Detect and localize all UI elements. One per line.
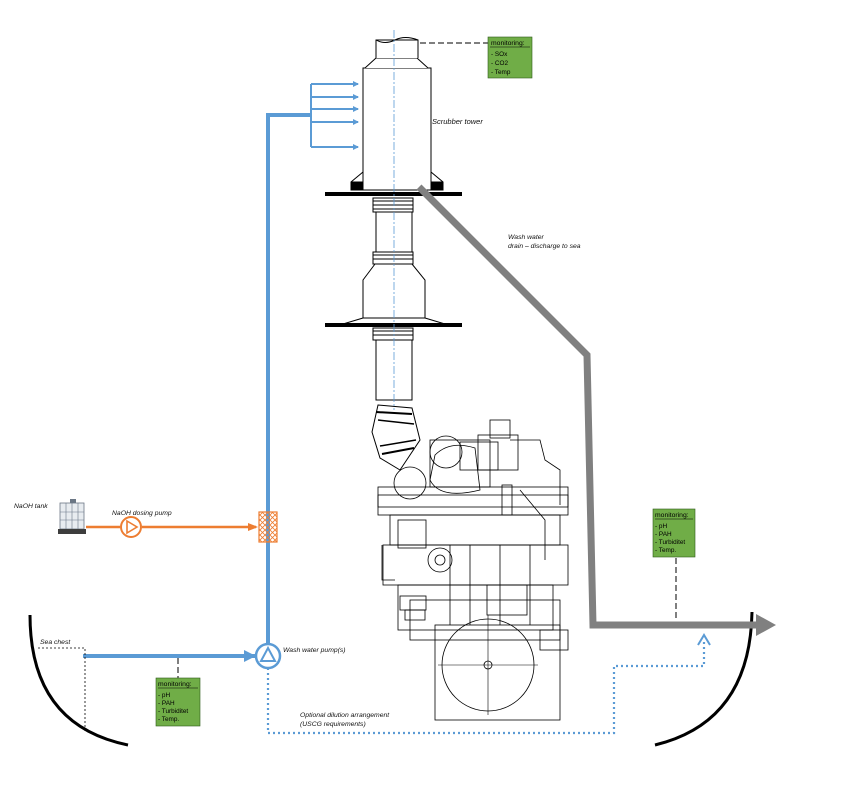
monitoring-item: - Turbiditet bbox=[158, 708, 188, 715]
dilution-arrow bbox=[697, 633, 711, 646]
spray-distributor bbox=[310, 81, 359, 150]
monitoring-title: monitoring: bbox=[491, 40, 525, 47]
monitoring-box-discharge: monitoring: - pH - PAH - Turbiditet - Te… bbox=[652, 508, 696, 558]
hull-right-curve bbox=[654, 611, 754, 747]
dilution-label-line2: (USCG requirements) bbox=[300, 721, 366, 728]
naoh-tank-label: NaOH tank bbox=[14, 503, 48, 510]
drain-label-line1: Wash water bbox=[508, 234, 544, 241]
naoh-arrow bbox=[248, 523, 258, 531]
hull-left-curve bbox=[28, 614, 129, 747]
scrubber-tower-label: Scrubber tower bbox=[432, 117, 483, 126]
monitoring-item: - pH bbox=[655, 523, 667, 530]
monitoring-item: - PAH bbox=[158, 700, 175, 707]
monitoring-box-exhaust: monitoring: - SOx - CO2 - Temp bbox=[487, 36, 533, 79]
drain-outlet-arrow bbox=[756, 614, 776, 636]
wash-water-riser bbox=[266, 113, 311, 643]
wash-water-pump-icon bbox=[254, 642, 282, 670]
naoh-tank-icon bbox=[58, 499, 86, 534]
monitoring-item: - pH bbox=[158, 692, 170, 699]
monitoring-item: - Turbiditet bbox=[655, 539, 685, 546]
monitoring-item: - SOx bbox=[491, 51, 508, 58]
monitoring-box-inlet: monitoring: - pH - PAH - Turbiditet - Te… bbox=[155, 677, 201, 727]
exhaust-duct bbox=[325, 37, 462, 471]
monitoring-item: - Temp. bbox=[655, 547, 676, 554]
monitoring-title: monitoring: bbox=[158, 681, 192, 688]
monitoring-title: monitoring: bbox=[655, 512, 689, 519]
supply-arrow-to-pump bbox=[244, 650, 256, 662]
drain-label-line2: drain – discharge to sea bbox=[508, 243, 581, 250]
engine bbox=[377, 419, 569, 721]
dilution-label-line1: Optional dilution arrangement bbox=[300, 712, 390, 719]
sea-chest-label: Sea chest bbox=[40, 639, 71, 646]
monitoring-item: - PAH bbox=[655, 531, 672, 538]
monitoring-item: - Temp. bbox=[158, 716, 179, 723]
monitoring-item: - Temp bbox=[491, 69, 511, 76]
wash-water-pumps-label: Wash water pump(s) bbox=[283, 647, 346, 654]
wash-water-drain-line bbox=[416, 184, 763, 629]
naoh-mixer bbox=[258, 511, 278, 543]
naoh-dosing-pump-icon bbox=[120, 516, 142, 538]
naoh-dosing-pump-label: NaOH dosing pump bbox=[112, 510, 172, 517]
dilution-line bbox=[266, 641, 706, 735]
monitoring-item: - CO2 bbox=[491, 60, 508, 67]
